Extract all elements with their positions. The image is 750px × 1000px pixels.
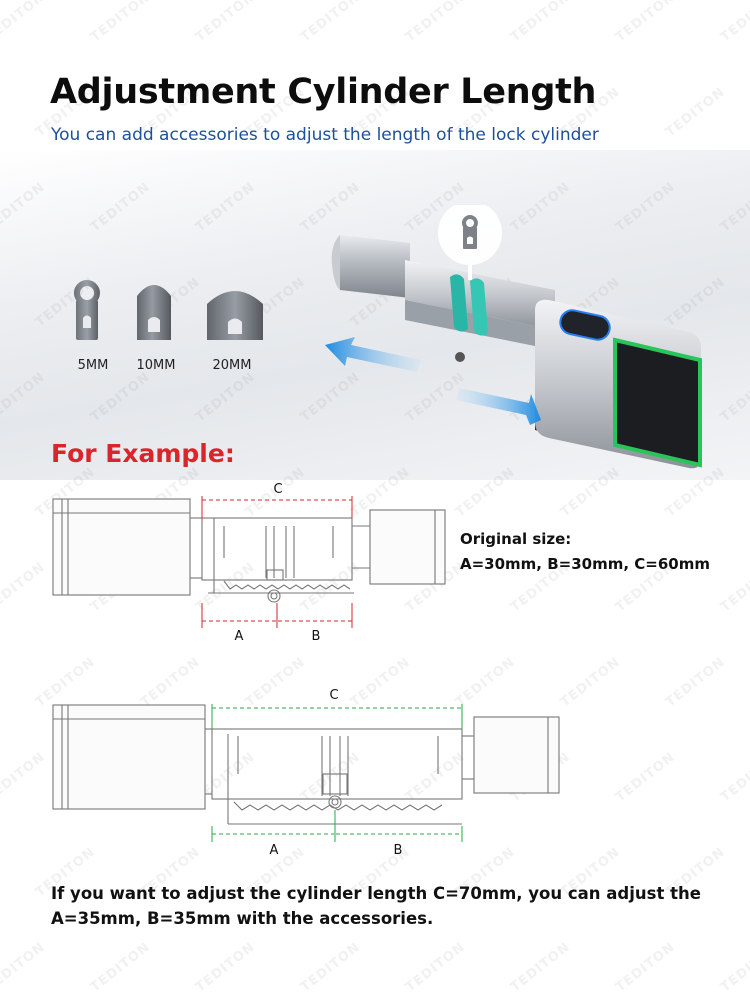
watermark-text: TEDITON (0, 0, 49, 46)
watermark-text: TEDITON (507, 0, 574, 46)
accessory-label-5mm: 5MM (77, 358, 109, 373)
footer-note: If you want to adjust the cylinder lengt… (51, 884, 701, 928)
watermark-text: TEDITON (0, 939, 49, 996)
original-size-values: A=30mm, B=30mm, C=60mm (460, 555, 710, 573)
smart-lock-cylinder-icon (325, 205, 702, 469)
watermark-text: TEDITON (612, 939, 679, 996)
watermark-text: TEDITON (87, 939, 154, 996)
diagram1-a-label: A (235, 629, 244, 644)
clip-10mm-icon (137, 285, 171, 340)
diagram1-b-label: B (312, 629, 321, 644)
watermark-text: TEDITON (402, 939, 469, 996)
watermark-text: TEDITON (717, 749, 750, 806)
diagram1-c-label: C (273, 482, 282, 497)
diagram2-b-label: B (394, 843, 403, 858)
page-subtitle: You can add accessories to adjust the le… (51, 125, 599, 145)
watermark-text: TEDITON (662, 654, 729, 711)
watermark-text: TEDITON (0, 749, 49, 806)
accessory-label-20mm: 20MM (212, 358, 252, 373)
diagram2-a-label: A (270, 843, 279, 858)
clip-20mm-icon (207, 291, 263, 340)
watermark-text: TEDITON (507, 939, 574, 996)
watermark-text: TEDITON (662, 84, 729, 141)
cylinder-diagram-original: C A B (52, 482, 446, 644)
watermark-text: TEDITON (192, 939, 259, 996)
watermark-text: TEDITON (612, 0, 679, 46)
watermark-text: TEDITON (717, 559, 750, 616)
clip-5mm-icon (73, 280, 100, 340)
spacer-clip-icon (461, 215, 478, 249)
page-title: Adjustment Cylinder Length (50, 72, 597, 112)
watermark-text: TEDITON (192, 0, 259, 46)
diagram2-c-label: C (329, 688, 338, 703)
watermark-text: TEDITON (0, 559, 49, 616)
watermark-text: TEDITON (612, 749, 679, 806)
watermark-text: TEDITON (717, 0, 750, 46)
example-heading: For Example: (51, 439, 235, 468)
watermark-text: TEDITON (87, 0, 154, 46)
accessory-label-10mm: 10MM (136, 358, 176, 373)
cylinder-diagram-adjusted: C A B (52, 688, 560, 858)
watermark-text: TEDITON (297, 939, 364, 996)
watermark-text: TEDITON (297, 0, 364, 46)
original-size-label: Original size: (460, 530, 572, 548)
watermark-text: TEDITON (717, 939, 750, 996)
watermark-text: TEDITON (402, 0, 469, 46)
